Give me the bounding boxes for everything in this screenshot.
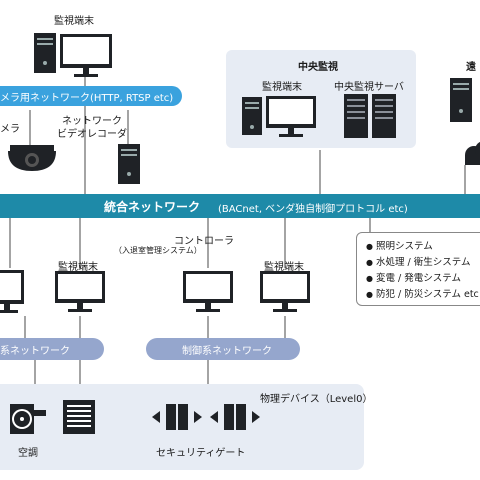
system-item-label: 照明システム bbox=[376, 241, 433, 252]
system-item-label: 水処理 / 衛生システム bbox=[376, 257, 471, 268]
monitor-icon bbox=[183, 271, 233, 312]
system-item: ● 変電 / 発電システム bbox=[366, 270, 480, 286]
left-network-pill bbox=[0, 338, 104, 360]
gate-icon bbox=[152, 404, 260, 430]
system-item: ● 水処理 / 衛生システム bbox=[366, 254, 480, 270]
lower-left-monitor-label: 監視端末 bbox=[58, 262, 98, 273]
lower-right-monitor-label: 監視端末 bbox=[264, 262, 304, 273]
system-item-label: 変電 / 発電システム bbox=[376, 273, 461, 284]
remote-title: 遠 bbox=[466, 62, 476, 73]
bullet-icon: ● bbox=[366, 290, 373, 299]
monitor-icon bbox=[266, 96, 316, 137]
controller-sub-label: （入退室管理システム） bbox=[114, 246, 202, 255]
central-title: 中央監視 bbox=[298, 62, 338, 73]
monitor-icon bbox=[60, 34, 112, 77]
monitor-icon bbox=[55, 271, 105, 312]
bullet-icon: ● bbox=[366, 258, 373, 267]
nvr-label-line2: ビデオレコーダ bbox=[57, 129, 127, 140]
integrated-network-sub: (BACnet, ベンダ独自制御プロトコル etc) bbox=[218, 204, 408, 215]
camera-network-label: メラ用ネットワーク(HTTP, RTSP etc) bbox=[0, 93, 174, 104]
bullet-icon: ● bbox=[366, 274, 373, 283]
cloud-icon bbox=[465, 141, 480, 165]
top-monitor-label: 監視端末 bbox=[54, 16, 94, 27]
fan-icon bbox=[10, 404, 46, 434]
system-item: ● 照明システム bbox=[366, 238, 480, 254]
system-item-label: 防犯 / 防災システム etc bbox=[376, 289, 479, 300]
server-icon bbox=[450, 78, 472, 122]
integrated-network-main: 統合ネットワーク bbox=[104, 200, 201, 214]
control-network-pill bbox=[146, 338, 300, 360]
bullet-icon: ● bbox=[366, 242, 373, 251]
camera-icon bbox=[8, 145, 56, 171]
server-icon bbox=[242, 97, 262, 135]
camera-network-pill bbox=[0, 86, 182, 106]
system-item: ● 防犯 / 防災システム etc bbox=[366, 286, 480, 302]
central-monitor-label: 監視端末 bbox=[262, 82, 302, 93]
gate-label: セキュリティゲート bbox=[156, 448, 246, 459]
systems-list-box bbox=[356, 232, 480, 306]
control-network-label: 制御系ネットワーク bbox=[182, 346, 272, 357]
nvr-label-line1: ネットワーク bbox=[62, 116, 122, 127]
left-network-label: 系ネットワーク bbox=[0, 346, 70, 357]
central-server-label: 中央監視サーバ bbox=[334, 82, 404, 93]
server-icon bbox=[118, 144, 140, 184]
rack-server-icon bbox=[344, 94, 396, 138]
physical-title: 物理デバイス（Level0） bbox=[260, 394, 373, 405]
vent-icon bbox=[63, 400, 95, 434]
integrated-network-band bbox=[0, 194, 480, 218]
server-icon bbox=[34, 33, 56, 73]
monitor-icon bbox=[260, 271, 310, 312]
controller-label: コントローラ bbox=[174, 236, 234, 247]
monitor-icon bbox=[0, 270, 24, 313]
systems-list: ● 照明システム ● 水処理 / 衛生システム ● 変電 / 発電システム ● … bbox=[366, 238, 480, 302]
camera-label: カメラ bbox=[0, 124, 20, 135]
hvac-label: 空調 bbox=[18, 448, 38, 459]
